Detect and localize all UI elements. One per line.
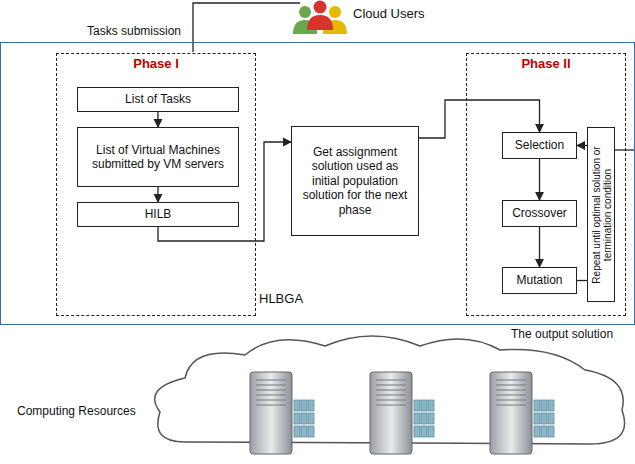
users-label: Cloud Users <box>352 6 426 21</box>
server-vent <box>256 395 286 396</box>
server-vent <box>496 400 526 401</box>
flow-arrow <box>539 159 540 200</box>
flow-arrow <box>577 145 587 146</box>
server-case <box>250 372 292 454</box>
process-box: Get assignment solution used as initial … <box>291 126 419 236</box>
server-case <box>490 372 532 454</box>
server-vent <box>496 395 526 396</box>
flow-arrow <box>157 187 158 202</box>
vm-block <box>428 400 434 411</box>
vm-block <box>534 413 540 424</box>
vm-block <box>421 400 427 411</box>
server-vent <box>256 405 286 406</box>
server-vent <box>496 405 526 406</box>
box-label: HILB <box>145 207 172 221</box>
server-vent <box>376 385 406 386</box>
server-vent <box>376 405 406 406</box>
server-vent <box>256 380 286 381</box>
submission-wire <box>193 3 300 52</box>
server-vent <box>256 390 286 391</box>
vm-block <box>301 413 307 424</box>
resources-label: Computing Resources <box>16 404 137 418</box>
server-vent <box>376 395 406 396</box>
vm-block <box>294 400 300 411</box>
server-vent <box>496 390 526 391</box>
vm-block <box>534 400 540 411</box>
loop-box: Repeat until optimal solution or termina… <box>587 127 615 302</box>
process-box: Mutation <box>502 267 577 294</box>
output-label: The output solution <box>510 327 614 341</box>
vm-block <box>548 413 554 424</box>
phase-heading: Phase II <box>467 54 625 72</box>
server-vent <box>256 385 286 386</box>
server-case <box>370 372 412 454</box>
phase-heading: Phase I <box>57 54 255 72</box>
algorithm-region: HLBGA Phase I List of TasksList of Virtual… <box>0 42 635 325</box>
vm-block <box>428 413 434 424</box>
process-box: Crossover <box>502 200 577 227</box>
flow-arrow <box>157 112 158 127</box>
vm-block <box>414 413 420 424</box>
vm-block <box>548 400 554 411</box>
vm-block <box>534 426 540 437</box>
flow-label: Tasks submission <box>86 24 182 38</box>
server-vent <box>496 380 526 381</box>
box-label: Get assignment solution used as initial … <box>297 145 413 217</box>
vm-block <box>414 400 420 411</box>
server-vent <box>256 400 286 401</box>
phase-box: Phase I List of TasksList of Virtual Mach… <box>56 53 256 316</box>
vm-block <box>548 426 554 437</box>
vm-block <box>541 400 547 411</box>
process-box: HILB <box>77 202 239 227</box>
box-label: List of Tasks <box>125 92 191 106</box>
process-box: Selection <box>502 132 577 159</box>
box-label: Repeat until optimal solution or termina… <box>590 132 612 297</box>
vm-block <box>301 426 307 437</box>
box-label: List of Virtual Machines submitted by VM… <box>83 143 233 172</box>
box-label: Crossover <box>512 206 567 220</box>
vm-block <box>308 413 314 424</box>
users-icon <box>293 1 347 35</box>
flow-arrow <box>577 280 587 281</box>
vm-block <box>308 426 314 437</box>
process-box: List of Virtual Machines submitted by VM… <box>77 127 239 187</box>
flow-arrow <box>539 227 540 267</box>
server-vent <box>376 390 406 391</box>
vm-block <box>428 426 434 437</box>
vm-block <box>414 426 420 437</box>
vm-block <box>421 413 427 424</box>
vm-block <box>294 413 300 424</box>
server-vent <box>376 400 406 401</box>
vm-block <box>301 400 307 411</box>
vm-block <box>294 426 300 437</box>
vm-block <box>541 426 547 437</box>
vm-block <box>541 413 547 424</box>
box-label: Selection <box>515 138 564 152</box>
server-vent <box>376 380 406 381</box>
server-vent <box>496 385 526 386</box>
process-box: List of Tasks <box>77 87 239 112</box>
phase-box: Phase II SelectionCrossoverMutation Repeat… <box>466 53 626 316</box>
servers <box>250 372 554 454</box>
vm-block <box>421 426 427 437</box>
box-label: Mutation <box>516 273 562 287</box>
algorithm-name: HLBGA <box>259 291 303 307</box>
vm-block <box>308 400 314 411</box>
